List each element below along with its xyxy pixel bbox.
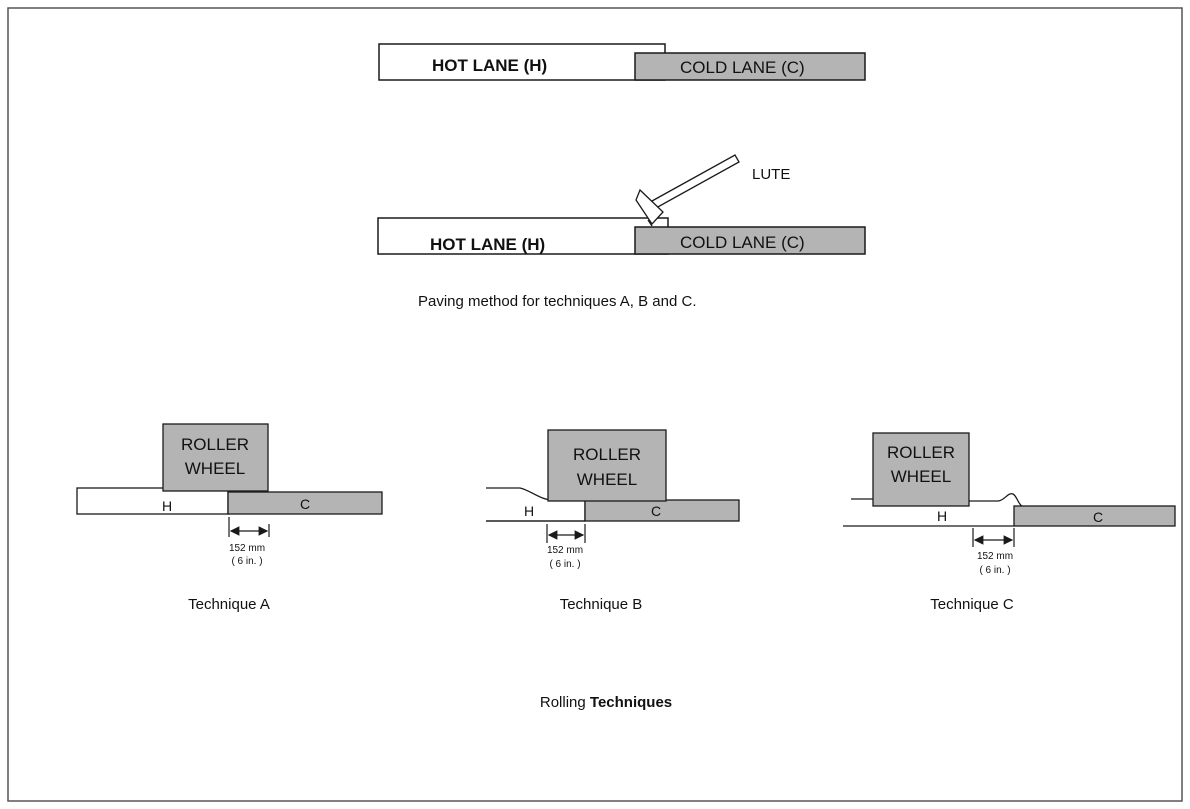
lute-tool xyxy=(635,154,740,227)
cold-lane-label: COLD LANE (C) xyxy=(680,58,805,77)
technique-caption: Technique A xyxy=(188,596,270,613)
cold-lane-slab xyxy=(1013,505,1176,527)
lute-label: LUTE xyxy=(752,166,790,183)
technique-c: ROLLER WHEEL H C 152 mm ( 6 in. ) Techni… xyxy=(843,432,1176,613)
roller-label-line1: ROLLER xyxy=(887,443,955,462)
hot-lane-label: HOT LANE (H) xyxy=(432,56,547,75)
hot-label: H xyxy=(937,508,947,524)
cold-lane-slab xyxy=(227,491,383,515)
cold-lane-slab xyxy=(634,226,866,255)
dimension-mm: 152 mm xyxy=(229,543,265,554)
dimension-mm: 152 mm xyxy=(977,551,1013,562)
cold-label: C xyxy=(300,496,310,512)
technique-caption: Technique C xyxy=(930,596,1014,613)
roller-label-line1: ROLLER xyxy=(573,445,641,464)
figure-border xyxy=(7,7,1183,802)
cold-lane-label: COLD LANE (C) xyxy=(680,233,805,252)
paving-step-1: HOT LANE (H) COLD LANE (C) xyxy=(378,43,866,81)
cold-label: C xyxy=(1093,509,1103,525)
roller-label-line2: WHEEL xyxy=(577,470,637,489)
paving-step-2: HOT LANE (H) COLD LANE (C) LUTE xyxy=(377,154,866,255)
roller-wheel xyxy=(872,432,970,507)
dimension-mm: 152 mm xyxy=(547,545,583,556)
technique-caption: Technique B xyxy=(560,596,643,613)
roller-wheel xyxy=(162,423,269,492)
cold-label: C xyxy=(651,503,661,519)
cold-lane-slab xyxy=(584,499,740,522)
roller-label-line2: WHEEL xyxy=(185,459,245,478)
roller-wheel xyxy=(547,429,667,502)
figure-caption: Rolling Techniques xyxy=(540,694,672,711)
cold-lane-slab xyxy=(634,52,866,81)
dimension-in: ( 6 in. ) xyxy=(979,565,1010,576)
technique-b: ROLLER WHEEL H C 152 mm ( 6 in. ) Techni… xyxy=(486,429,740,613)
hot-label: H xyxy=(524,503,534,519)
technique-a: ROLLER WHEEL H C 152 mm ( 6 in. ) Techni… xyxy=(76,423,383,613)
roller-label-line1: ROLLER xyxy=(181,435,249,454)
dimension-in: ( 6 in. ) xyxy=(231,556,262,567)
figure-caption-plain: Rolling xyxy=(540,694,590,711)
dimension-in: ( 6 in. ) xyxy=(549,559,580,570)
paving-caption: Paving method for techniques A, B and C. xyxy=(418,293,697,310)
figure-caption-bold: Techniques xyxy=(590,694,672,711)
hot-lane-slab xyxy=(76,487,229,515)
roller-label-line2: WHEEL xyxy=(891,467,951,486)
hot-label: H xyxy=(162,498,172,514)
hot-lane-label: HOT LANE (H) xyxy=(430,235,545,254)
hot-lane-slab xyxy=(378,43,666,81)
hot-lane-slab xyxy=(377,217,669,255)
